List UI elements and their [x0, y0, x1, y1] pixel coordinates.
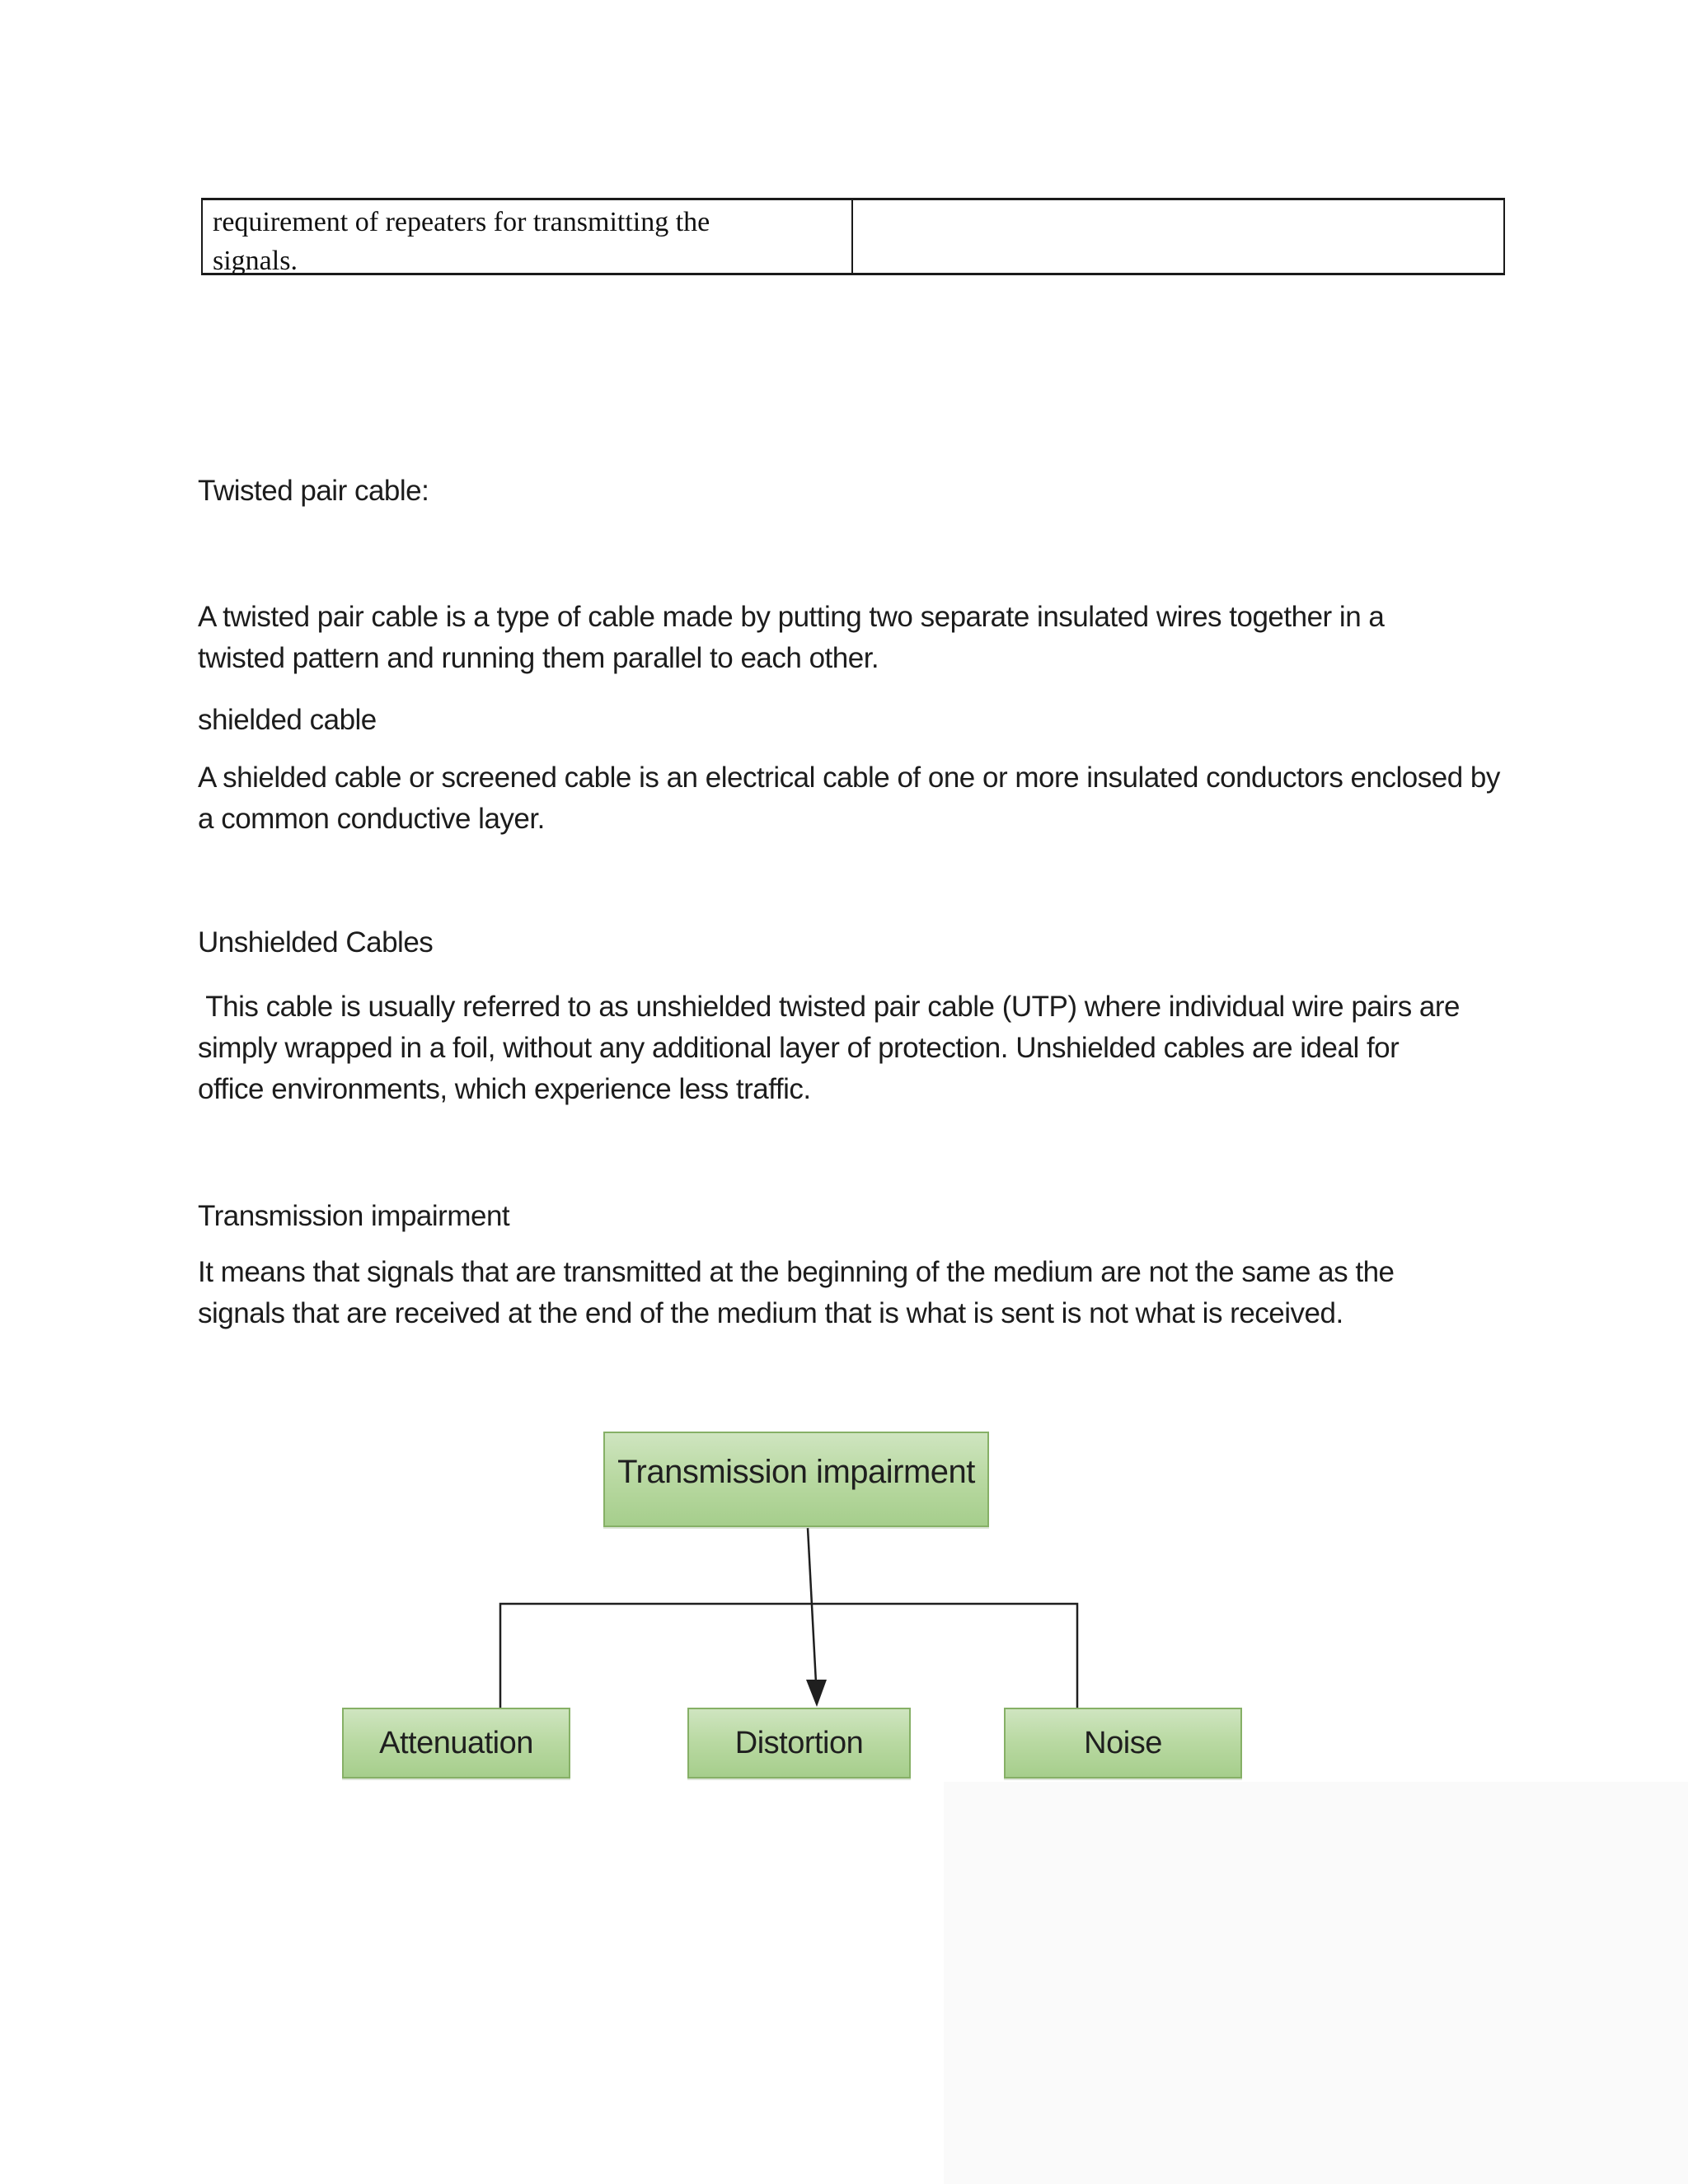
- diagram-label-noise: Noise: [1084, 1725, 1162, 1760]
- table-fragment: requirement of repeaters for transmittin…: [201, 198, 1505, 276]
- heading-twisted-pair-cable: Twisted pair cable:: [198, 475, 429, 507]
- paragraph-transmission-impairment: It means that signals that are transmitt…: [198, 1256, 1395, 1329]
- paragraph-shielded-cable: A shielded cable or screened cable is an…: [198, 762, 1500, 835]
- table-cell-left: requirement of repeaters for transmittin…: [203, 200, 853, 276]
- paragraph-unshielded-cables: This cable is usually referred to as uns…: [198, 991, 1461, 1105]
- diagram-box-attenuation: Attenuation: [342, 1708, 570, 1779]
- diagram-box-noise: Noise: [1004, 1708, 1242, 1779]
- heading-transmission-impairment: Transmission impairment: [198, 1200, 510, 1232]
- root-to-distortion-line: [806, 1527, 818, 1684]
- paragraph-twisted-pair-cable: A twisted pair cable is a type of cable …: [198, 601, 1385, 674]
- diagram-label-distortion: Distortion: [734, 1725, 864, 1760]
- scan-shading: [944, 1782, 1688, 2184]
- heading-shielded-cable: shielded cable: [198, 704, 377, 736]
- heading-unshielded-cables: Unshielded Cables: [198, 926, 434, 958]
- diagram-label-attenuation: Attenuation: [379, 1725, 533, 1760]
- branch-connector-line: [499, 1602, 1079, 1708]
- diagram-box-transmission-impairment: Transmission impairment: [603, 1432, 989, 1527]
- table-cell-right: [853, 200, 1503, 273]
- diagram-box-distortion: Distortion: [687, 1708, 911, 1779]
- arrowhead-icon: [806, 1680, 827, 1707]
- diagram-label-root: Transmission impairment: [617, 1453, 975, 1490]
